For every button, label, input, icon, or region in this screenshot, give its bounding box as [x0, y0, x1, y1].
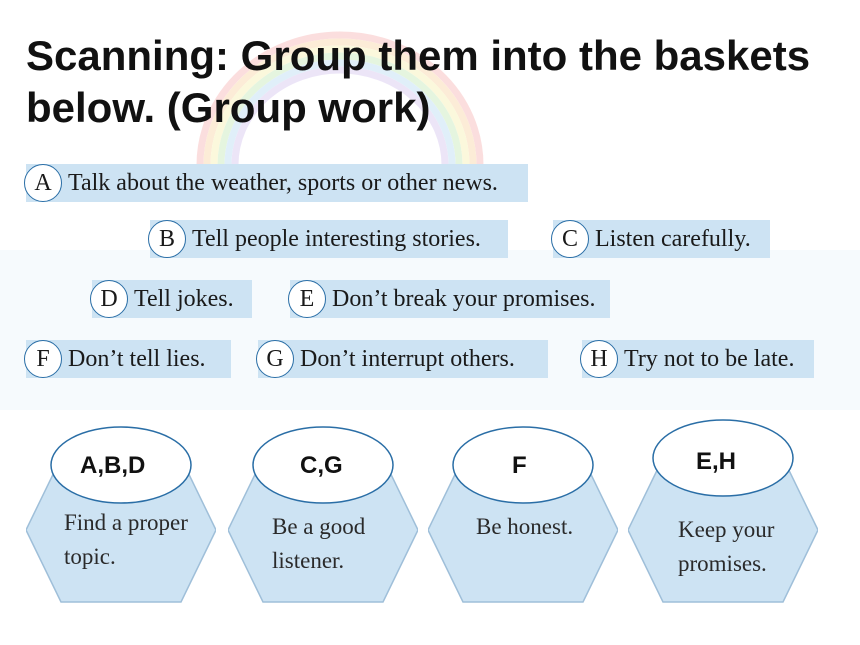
item-letter: C	[551, 220, 589, 258]
basket-category-line1: Be honest.	[476, 514, 574, 539]
basket-category-line2: topic.	[64, 544, 116, 569]
item-f: F Don’t tell lies.	[24, 340, 231, 378]
basket-category-line1: Find a proper	[64, 510, 188, 535]
title-rest: Group them into the baskets below. (Grou…	[26, 32, 811, 131]
basket-answer: C,G	[300, 452, 343, 479]
basket-category-line2: listener.	[272, 548, 345, 573]
item-letter: D	[90, 280, 128, 318]
item-g: G Don’t interrupt others.	[256, 340, 548, 378]
basket-category: Be honest.	[476, 510, 573, 544]
basket-shape	[228, 426, 418, 603]
basket-answer: A,B,D	[80, 452, 146, 479]
page-title: Scanning: Group them into the baskets be…	[26, 30, 846, 134]
basket-answer: F	[512, 452, 527, 479]
item-letter: A	[24, 164, 62, 202]
item-text: Listen carefully.	[595, 225, 751, 252]
item-letter: H	[580, 340, 618, 378]
item-text: Don’t break your promises.	[332, 285, 596, 312]
item-e: E Don’t break your promises.	[288, 280, 610, 318]
basket-answer: E,H	[696, 448, 737, 475]
item-text: Don’t tell lies.	[68, 345, 206, 372]
basket-shape	[628, 419, 818, 603]
basket-promises: E,H Keep your promises.	[628, 418, 818, 603]
basket-shape	[428, 426, 618, 603]
basket-category-line1: Keep your	[678, 517, 775, 542]
basket-listener: C,G Be a good listener.	[228, 418, 418, 603]
item-letter: E	[288, 280, 326, 318]
basket-topic: A,B,D Find a proper topic.	[26, 418, 216, 603]
basket-category: Be a good listener.	[272, 510, 365, 578]
basket-shape	[26, 426, 216, 603]
item-letter: F	[24, 340, 62, 378]
item-letter: B	[148, 220, 186, 258]
basket-category-line1: Be a good	[272, 514, 366, 539]
title-bold: Scanning:	[26, 32, 230, 79]
basket-category-line2: promises.	[678, 551, 767, 576]
item-d: D Tell jokes.	[90, 280, 252, 318]
item-letter: G	[256, 340, 294, 378]
item-text: Tell jokes.	[134, 285, 234, 312]
item-text: Talk about the weather, sports or other …	[68, 169, 498, 196]
basket-category: Find a proper topic.	[64, 506, 188, 574]
item-text: Try not to be late.	[624, 345, 795, 372]
basket-honest: F Be honest.	[428, 418, 618, 603]
item-text: Don’t interrupt others.	[300, 345, 515, 372]
basket-category: Keep your promises.	[678, 513, 774, 581]
item-a: A Talk about the weather, sports or othe…	[24, 164, 528, 202]
item-text: Tell people interesting stories.	[192, 225, 481, 252]
item-c: C Listen carefully.	[551, 220, 770, 258]
item-h: H Try not to be late.	[580, 340, 814, 378]
item-b: B Tell people interesting stories.	[148, 220, 508, 258]
